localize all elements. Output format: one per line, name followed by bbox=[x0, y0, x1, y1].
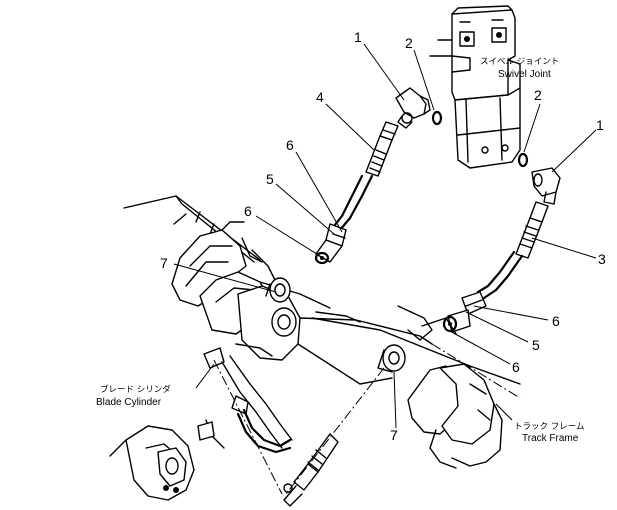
callout-number: 5 bbox=[266, 171, 274, 187]
fitting-6-upper bbox=[314, 239, 343, 265]
callout-number: 4 bbox=[316, 89, 324, 105]
hose-4 bbox=[332, 121, 399, 232]
blade-cylinder-label: Blade Cylinder bbox=[96, 397, 162, 408]
callout-number: 1 bbox=[354, 29, 362, 45]
callout-number: 6 bbox=[552, 313, 560, 329]
track-frame-label: Track Frame bbox=[522, 433, 579, 444]
elbow-fitting-right bbox=[531, 167, 561, 205]
hose-clamp-5-lower bbox=[461, 291, 487, 315]
callouts: 1 2 4 2 1 6 5 6 7 3 6 5 6 7 bbox=[160, 29, 606, 443]
swivel-joint-label-jp: スイベル ジョイント bbox=[480, 57, 559, 67]
hose-3 bbox=[476, 201, 549, 300]
callout-number: 1 bbox=[596, 117, 604, 133]
callout-number: 3 bbox=[598, 251, 606, 267]
callout-number: 6 bbox=[512, 359, 520, 375]
callout-number: 7 bbox=[390, 427, 398, 443]
swivel-joint bbox=[429, 5, 521, 169]
o-ring-right bbox=[517, 152, 529, 168]
track-frame-label-jp: トラック フレーム bbox=[514, 422, 584, 432]
labels: スイベル ジョイント Swivel Joint ブレード シリンダ Blade … bbox=[96, 57, 584, 444]
callout-number: 6 bbox=[286, 137, 294, 153]
fitting-7-lower bbox=[377, 344, 406, 373]
o-ring-left bbox=[431, 110, 443, 126]
blade-cylinder-piping bbox=[197, 355, 339, 507]
blade-cylinder bbox=[109, 425, 195, 501]
blade-cylinder-label-jp: ブレード シリンダ bbox=[100, 384, 171, 395]
blade-frame bbox=[123, 195, 457, 385]
callout-number: 7 bbox=[160, 255, 168, 271]
elbow-fitting-left bbox=[395, 87, 431, 129]
callout-number: 5 bbox=[532, 337, 540, 353]
track-frame bbox=[311, 317, 521, 469]
fitting-7-upper bbox=[265, 277, 291, 303]
callout-number: 2 bbox=[405, 35, 413, 51]
swivel-joint-label: Swivel Joint bbox=[498, 69, 551, 80]
alignment-lines bbox=[213, 343, 521, 495]
callout-number: 2 bbox=[534, 87, 542, 103]
callout-number: 6 bbox=[244, 203, 252, 219]
leader-lines bbox=[173, 43, 597, 429]
